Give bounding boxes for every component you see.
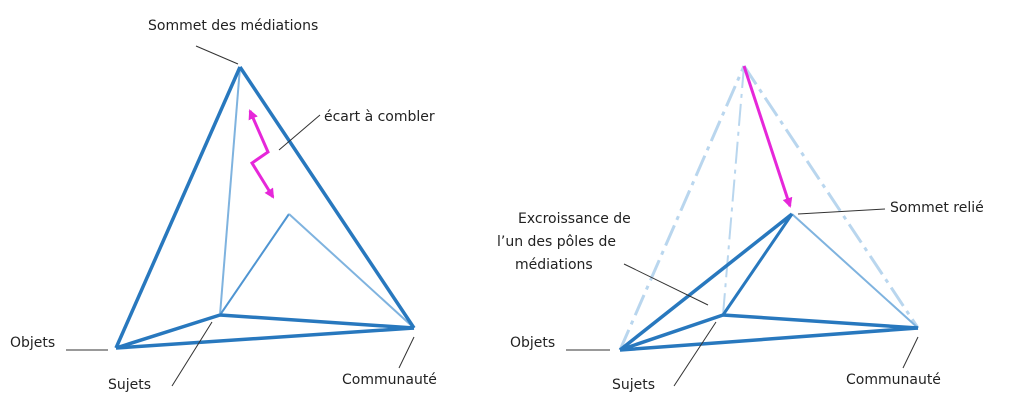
right-label-outgrowth-line3: médiations xyxy=(515,257,593,273)
left-label-community: Communauté xyxy=(342,372,437,388)
right-leader-outgrowth xyxy=(623,263,709,306)
left-edge-subjects-inner xyxy=(219,213,290,316)
left-leader-gap xyxy=(278,114,321,151)
left-leader-subjects xyxy=(171,321,213,387)
left-edge-apex-subjects xyxy=(219,66,241,316)
left-edge-objects-community xyxy=(115,326,415,350)
left-edge-inner-community xyxy=(288,213,415,329)
right-leader-subjects xyxy=(673,321,717,387)
right-edge-objects-subjects xyxy=(619,313,724,352)
left-leader-apex xyxy=(195,45,239,65)
right-label-outgrowth-line1: Excroissance de xyxy=(518,211,631,227)
right-edge-subjects-community xyxy=(722,313,919,330)
right-edge-subjects-linked xyxy=(721,213,794,316)
right-label-subjects: Sujets xyxy=(612,377,655,393)
right-label-community: Communauté xyxy=(846,372,941,388)
right-edge-objects-community xyxy=(619,326,919,352)
left-label-apex: Sommet des médiations xyxy=(148,18,318,34)
right-ghost-apex-subjects xyxy=(722,65,745,316)
right-pyramid xyxy=(618,65,920,352)
right-label-linked-apex: Sommet relié xyxy=(890,200,984,216)
left-leader-community xyxy=(398,336,415,369)
left-label-objects: Objets xyxy=(10,335,55,351)
left-label-gap: écart à combler xyxy=(324,109,435,125)
right-leader-linked xyxy=(797,208,886,215)
left-gap-arrow xyxy=(248,109,275,199)
right-ghost-apex-community xyxy=(742,65,920,329)
right-label-objects: Objets xyxy=(510,335,555,351)
right-link-arrow xyxy=(742,65,793,208)
right-edge-objects-linked xyxy=(618,212,794,352)
right-leader-community xyxy=(902,336,919,369)
right-edge-linked-community xyxy=(791,213,919,329)
left-edge-objects-apex xyxy=(114,66,242,349)
left-edge-apex-community xyxy=(238,66,416,329)
right-ghost-objects-apex xyxy=(618,65,746,351)
right-label-outgrowth-line2: l’un des pôles de xyxy=(497,234,616,250)
left-label-subjects: Sujets xyxy=(108,377,151,393)
left-edge-objects-subjects xyxy=(115,313,221,350)
left-edge-subjects-community xyxy=(219,313,415,330)
